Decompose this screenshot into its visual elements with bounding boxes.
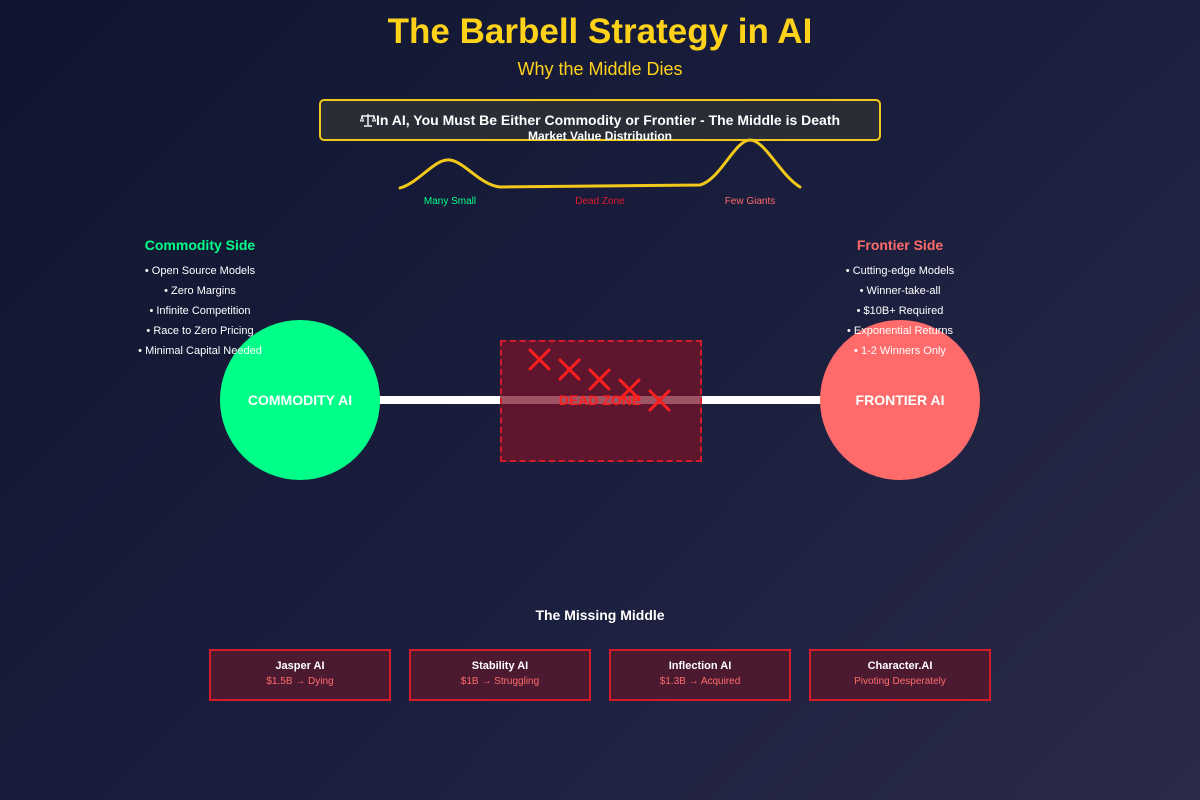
banner-text: In AI, You Must Be Either Commodity or F…: [375, 112, 841, 128]
dead-zone-label: DEAD ZONE: [558, 392, 642, 408]
distribution-label-right: Few Giants: [724, 196, 776, 207]
x-mark-icon: [558, 358, 581, 381]
company-name: Character.AI: [867, 660, 933, 672]
frontier-circle-label: FRONTIER AI: [855, 391, 945, 408]
missing-middle-title: The Missing Middle: [535, 607, 665, 623]
balance-scale-icon: [359, 114, 376, 127]
distribution-label-left: Many Small: [423, 196, 477, 207]
commodity-item: • Infinite Competition: [149, 305, 251, 317]
x-mark-icon: [528, 348, 551, 371]
frontier-item: • Exponential Returns: [847, 325, 953, 337]
commodity-item: • Minimal Capital Needed: [138, 345, 262, 357]
frontier-item: • 1-2 Winners Only: [854, 345, 946, 357]
commodity-circle: COMMODITY AI: [220, 320, 380, 480]
frontier-heading: Frontier Side: [856, 237, 944, 253]
commodity-heading: Commodity Side: [144, 237, 256, 253]
page-title: The Barbell Strategy in AI: [387, 12, 813, 51]
company-card: Character.AI Pivoting Desperately: [809, 649, 991, 701]
distribution-title: Market Value Distribution: [527, 129, 673, 143]
frontier-circle: FRONTIER AI: [820, 320, 980, 480]
distribution-label-middle: Dead Zone: [575, 196, 625, 207]
company-card: Stability AI $1B → Struggling: [409, 649, 591, 701]
x-mark-icon: [648, 389, 671, 412]
frontier-item: • Winner-take-all: [859, 285, 941, 297]
commodity-item: • Zero Margins: [164, 285, 236, 297]
key-message-banner: In AI, You Must Be Either Commodity or F…: [319, 99, 881, 141]
company-status: Pivoting Desperately: [854, 676, 946, 687]
company-name: Jasper AI: [275, 660, 325, 672]
company-status: $1B → Struggling: [460, 676, 540, 687]
distribution-line: [398, 138, 802, 190]
page-subtitle: Why the Middle Dies: [517, 59, 683, 79]
dead-zone-box: [500, 340, 702, 462]
dead-zone-markers: [528, 348, 671, 412]
commodity-circle-label: COMMODITY AI: [247, 391, 353, 408]
company-card: Inflection AI $1.3B → Acquired: [609, 649, 791, 701]
frontier-item: • Cutting-edge Models: [845, 265, 955, 277]
commodity-item: • Open Source Models: [144, 265, 256, 277]
company-status: $1.5B → Dying: [266, 676, 334, 687]
company-name: Inflection AI: [668, 660, 732, 672]
distribution-curve: [398, 138, 802, 190]
company-status: $1.3B → Acquired: [659, 676, 741, 687]
x-mark-icon: [618, 378, 641, 401]
company-name: Stability AI: [471, 660, 529, 672]
company-card: Jasper AI $1.5B → Dying: [209, 649, 391, 701]
x-mark-icon: [588, 368, 611, 391]
commodity-item: • Race to Zero Pricing: [146, 325, 254, 337]
banner-content: In AI, You Must Be Either Commodity or F…: [321, 112, 879, 128]
frontier-item: • $10B+ Required: [856, 305, 944, 317]
